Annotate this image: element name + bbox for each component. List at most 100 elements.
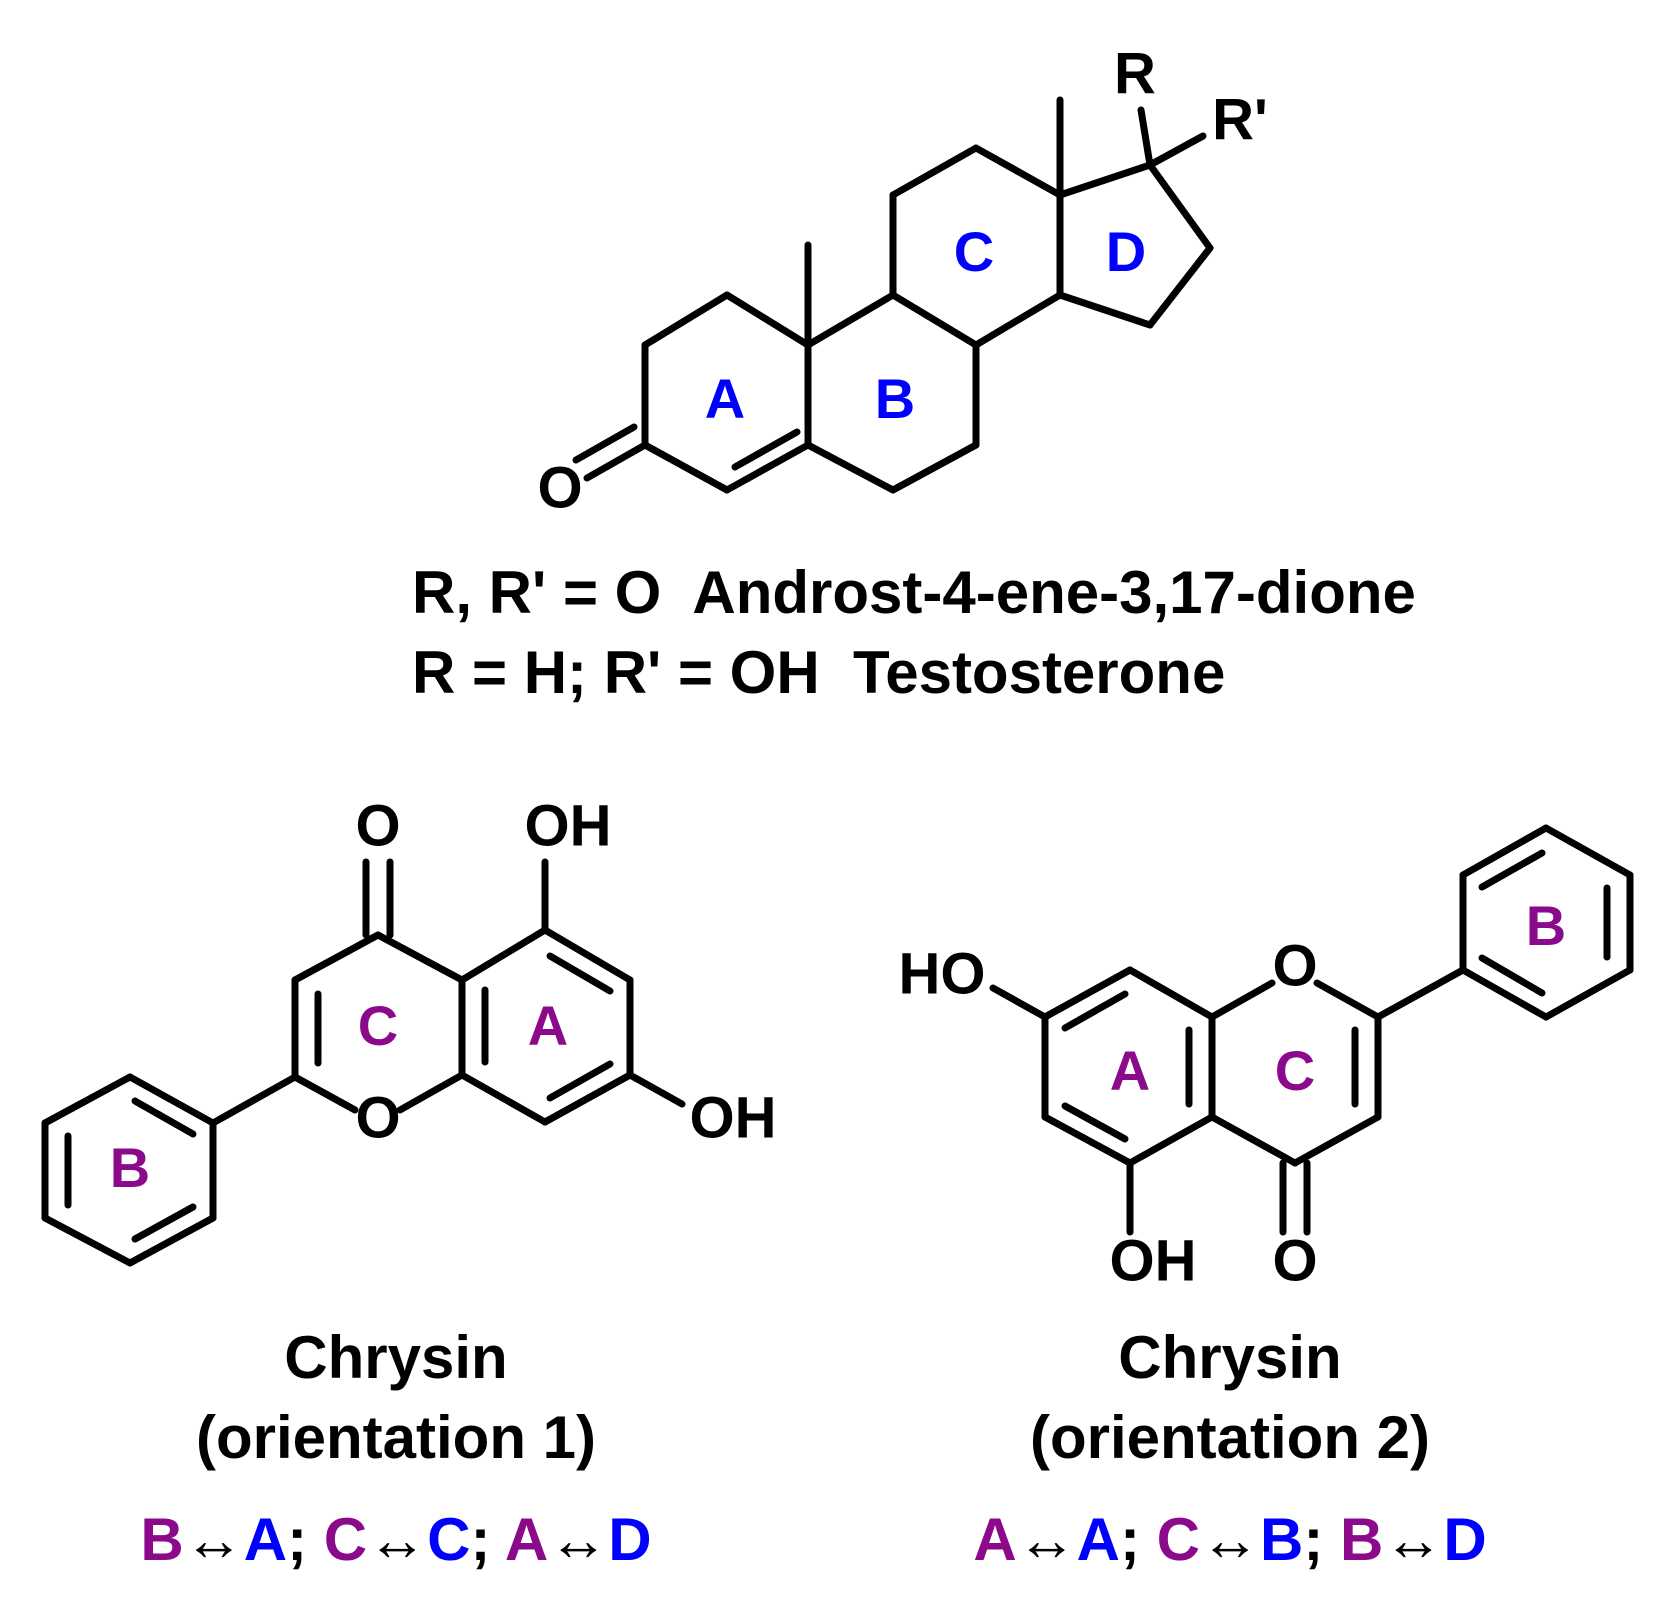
chrysin-orientation-2-structure: HO O OH O A B C Chrysin (orientation 2) …	[899, 824, 1634, 1573]
mapping-arrow: ↔	[1017, 1506, 1077, 1573]
steroid-bonds	[572, 96, 1214, 494]
chrysin1-bond	[374, 931, 466, 984]
chrysin1-bond	[458, 1071, 549, 1126]
mapping-chrysin-ring: A	[505, 1506, 548, 1573]
steroid-structure: O R R' A B C D R, R' = O Androst-4-ene-3…	[412, 41, 1416, 706]
chrysin2-bond	[1459, 824, 1550, 879]
chrysin2-bond	[1291, 1113, 1382, 1167]
chrysin2-ring-a-label: A	[1110, 1039, 1150, 1102]
chrysin1-ring-mapping: B↔A; C↔C; A↔D	[140, 1506, 651, 1573]
mapping-separator: ;	[470, 1506, 504, 1573]
mapping-steroid-ring: A	[244, 1506, 287, 1573]
steroid-bond	[723, 291, 812, 349]
steroid-bond	[1146, 161, 1214, 252]
chrysin1-ring-o-atom: O	[355, 1085, 400, 1150]
chrysin2-double-bond	[1478, 849, 1546, 891]
steroid-r-prime-atom: R'	[1212, 87, 1268, 152]
chrysin1-bond	[126, 1214, 217, 1267]
chrysin2-bond	[1041, 1113, 1134, 1167]
steroid-bond	[641, 441, 731, 494]
chrysin1-double-bond	[546, 1060, 614, 1102]
mapping-arrow: ↔	[1200, 1506, 1260, 1573]
chrysin1-carbonyl-o-atom: O	[355, 793, 400, 858]
mapping-separator: ;	[1303, 1506, 1340, 1573]
chrysin2-double-bond	[1061, 990, 1129, 1032]
steroid-r-bond	[1137, 106, 1154, 169]
chrysin2-bond	[1208, 979, 1276, 1021]
steroid-carbonyl-bond	[572, 423, 638, 464]
chrysin2-double-bond	[1478, 954, 1546, 997]
chrysin1-bond	[458, 926, 549, 984]
mapping-arrow: ↔	[184, 1506, 244, 1573]
steroid-oxo-atom: O	[537, 455, 582, 520]
chrysin1-ring-b-label: B	[110, 1136, 150, 1199]
mapping-arrow: ↔	[367, 1506, 427, 1573]
chrysin1-double-bond	[546, 952, 614, 995]
steroid-bond	[1056, 291, 1154, 329]
chrysin1-bond	[209, 1073, 299, 1127]
mapping-steroid-ring: D	[608, 1506, 651, 1573]
chrysin2-title: Chrysin	[1118, 1324, 1341, 1391]
chrysin2-bond	[1126, 1113, 1216, 1167]
mapping-steroid-ring: D	[1443, 1506, 1486, 1573]
mapping-arrow: ↔	[548, 1506, 608, 1573]
chrysin-orientation-1-structure: O OH O OH A B C Chrysin (orientation 1) …	[41, 793, 777, 1573]
chrysin2-ring-o-atom: O	[1272, 933, 1317, 998]
chrysin2-bond	[1126, 966, 1216, 1021]
chrysin1-oh-top-atom: OH	[525, 793, 612, 858]
chrysin1-bond	[541, 1071, 634, 1126]
chrysin2-bond	[1542, 966, 1634, 1021]
chrysin1-bond	[541, 926, 634, 984]
chrysin2-bond	[1041, 966, 1134, 1021]
chrysin2-bond	[1374, 966, 1467, 1021]
mapping-steroid-ring: C	[427, 1506, 470, 1573]
chrysin1-bonds	[41, 858, 686, 1267]
steroid-caption-line2: R = H; R' = OH Testosterone	[412, 639, 1225, 706]
mapping-separator: ;	[1120, 1506, 1157, 1573]
steroid-carbonyl-bond	[583, 441, 649, 482]
chrysin2-oh-bond	[989, 984, 1049, 1021]
chrysin1-bond	[291, 1073, 359, 1114]
steroid-ring-b-label: B	[875, 367, 915, 430]
steroid-ring-a-label: A	[705, 367, 745, 430]
steroid-bond	[804, 441, 897, 494]
chrysin2-oh-bottom-atom: OH	[1110, 1228, 1197, 1293]
steroid-bond	[889, 291, 980, 349]
chrysin2-ho-atom: HO	[899, 941, 986, 1006]
mapping-steroid-ring: A	[1077, 1506, 1120, 1573]
steroid-bond	[723, 441, 812, 494]
mapping-chrysin-ring: C	[324, 1506, 367, 1573]
chrysin1-bond	[396, 1071, 466, 1114]
steroid-bond	[889, 441, 980, 494]
chrysin1-oh-right-atom: OH	[690, 1085, 777, 1150]
steroid-r-prime-bond	[1146, 132, 1207, 169]
chrysin1-ring-c-label: C	[358, 994, 398, 1057]
steroid-bond	[972, 144, 1064, 199]
chrysin2-ring-b-label: B	[1526, 894, 1566, 957]
steroid-bond	[1056, 161, 1154, 199]
chrysin1-double-bond	[131, 1097, 197, 1138]
chrysin1-bond	[291, 931, 382, 984]
chrysin2-ring-c-label: C	[1275, 1039, 1315, 1102]
chrysin2-bond	[1542, 824, 1634, 879]
steroid-bond	[804, 291, 897, 349]
steroid-caption-line1: R, R' = O Androst-4-ene-3,17-dione	[412, 559, 1416, 626]
mapping-arrow: ↔	[1383, 1506, 1443, 1573]
steroid-ring-c-label: C	[954, 220, 994, 283]
chrysin2-carbonyl-o-atom: O	[1272, 1228, 1317, 1293]
chrysin2-bond	[1313, 979, 1382, 1021]
steroid-double-bond	[731, 428, 801, 471]
chrysin1-subtitle: (orientation 1)	[196, 1404, 596, 1471]
chrysin1-bond	[126, 1073, 217, 1127]
chrysin1-bond	[41, 1214, 134, 1267]
chrysin2-ring-mapping: A↔A; C↔B; B↔D	[973, 1506, 1486, 1573]
mapping-steroid-ring: B	[1260, 1506, 1303, 1573]
chrysin1-title: Chrysin	[284, 1324, 507, 1391]
chrysin2-bond	[1459, 966, 1550, 1021]
steroid-bond	[889, 144, 980, 199]
steroid-bond	[972, 291, 1064, 349]
mapping-chrysin-ring: A	[973, 1506, 1016, 1573]
steroid-bond	[1146, 244, 1214, 329]
chrysin1-ring-a-label: A	[528, 994, 568, 1057]
